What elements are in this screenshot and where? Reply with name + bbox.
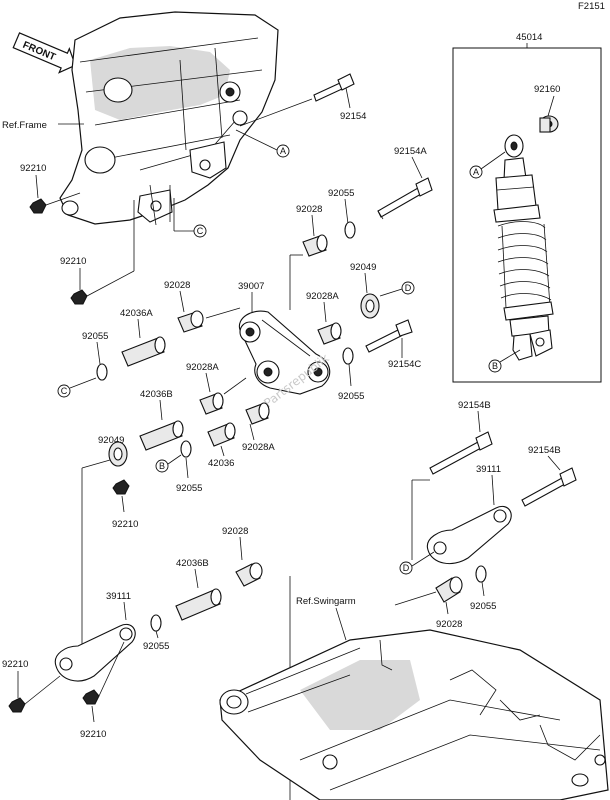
nut-92210-e [82,689,100,705]
svg-text:C: C [61,386,68,396]
washer-92055-d [180,440,192,458]
collar-92028A-a [317,322,342,345]
bolt-92154B-a [429,431,493,475]
label-92055-a: 92055 [328,188,354,199]
collar-92028-d [235,562,263,587]
label-92154-top: 92154 [340,111,366,122]
label-92210-b: 92210 [60,256,86,267]
label-92049-a: 92049 [350,262,376,273]
callout-a-shock [469,165,483,179]
collar-92028-b [177,310,204,333]
collar-92028A-b [199,392,224,415]
nut-92210-c [112,479,130,495]
svg-text:B: B [492,361,498,371]
part-92160-bushing [539,115,559,133]
label-39111-b: 39111 [106,591,131,602]
nut-92210-b [70,289,88,305]
ref-swingarm-label: Ref.Swingarm [296,596,356,607]
callout-b-lower [155,459,169,473]
label-92028A-c: 92028A [242,442,275,453]
sleeve-42036A [121,336,166,367]
label-92055-e: 92055 [470,601,496,612]
rocker-arm-39007 [238,310,331,395]
callout-b-shock [488,359,502,373]
collar-92028-a [302,234,328,257]
label-92154C: 92154C [388,359,421,370]
label-92210-a: 92210 [20,163,46,174]
sleeve-42036 [207,422,236,447]
label-92210-d: 92210 [2,659,28,670]
page-code: F2151 [578,1,605,12]
label-92055-b: 92055 [338,391,364,402]
svg-text:C: C [197,226,204,236]
label-92028-b: 92028 [164,280,190,291]
collar-92028-c [435,576,463,603]
washer-92055-c [96,363,108,381]
label-92154A: 92154A [394,146,427,157]
svg-text:B: B [159,461,165,471]
label-39007: 39007 [238,281,264,292]
label-39111-a: 39111 [476,464,501,475]
collar-92028A-c [245,402,270,425]
label-92049-b: 92049 [98,435,124,446]
bolt-92154C [365,319,413,353]
label-92154B-b: 92154B [528,445,561,456]
washer-92055-b [342,347,354,365]
callout-a-frame [276,144,290,158]
shock-group-label: 45014 [516,32,542,43]
callout-d-rocker [401,281,415,295]
label-92028A-b: 92028A [186,362,219,373]
svg-text:A: A [280,146,286,156]
washer-92055-e [475,565,487,583]
frame-illustration [59,11,279,226]
label-92154B-a: 92154B [458,400,491,411]
svg-text:D: D [403,563,410,573]
callout-c-lower [57,384,71,398]
front-arrow-icon: FRONT [12,32,77,74]
label-92028-d: 92028 [222,526,248,537]
label-92055-d: 92055 [176,483,202,494]
label-92028-c: 92028 [436,619,462,630]
nut-92210-a [29,198,47,214]
bolt-92154-top [313,73,355,102]
callout-d-link [399,561,413,575]
label-92210-e: 92210 [80,729,106,740]
label-42036B-a: 42036B [140,389,173,400]
svg-text:D: D [405,283,412,293]
washer-92055-a [344,221,356,239]
bolt-92154A [377,177,433,220]
ref-frame-label: Ref.Frame [2,120,47,131]
svg-text:A: A [473,167,479,177]
washer-92055-f [150,614,162,632]
label-92055-c: 92055 [82,331,108,342]
nut-92210-d [8,697,26,713]
label-42036B-b: 42036B [176,558,209,569]
shock-absorber [493,134,554,361]
label-92055-f: 92055 [143,641,169,652]
label-42036A: 42036A [120,308,153,319]
label-42036: 42036 [208,458,234,469]
callout-c-frame [193,224,207,238]
link-39111-b [54,624,136,682]
label-92210-c: 92210 [112,519,138,530]
washer-92049-a [360,293,380,319]
label-92160: 92160 [534,84,560,95]
label-92028A-a: 92028A [306,291,339,302]
sleeve-42036B-a [139,420,184,451]
swingarm-illustration [219,629,609,800]
washer-92049-b [108,441,128,467]
link-39111-a [426,506,512,565]
bolt-92154B-b [521,467,577,507]
sleeve-42036B-b [175,588,222,621]
label-92028-a: 92028 [296,204,322,215]
